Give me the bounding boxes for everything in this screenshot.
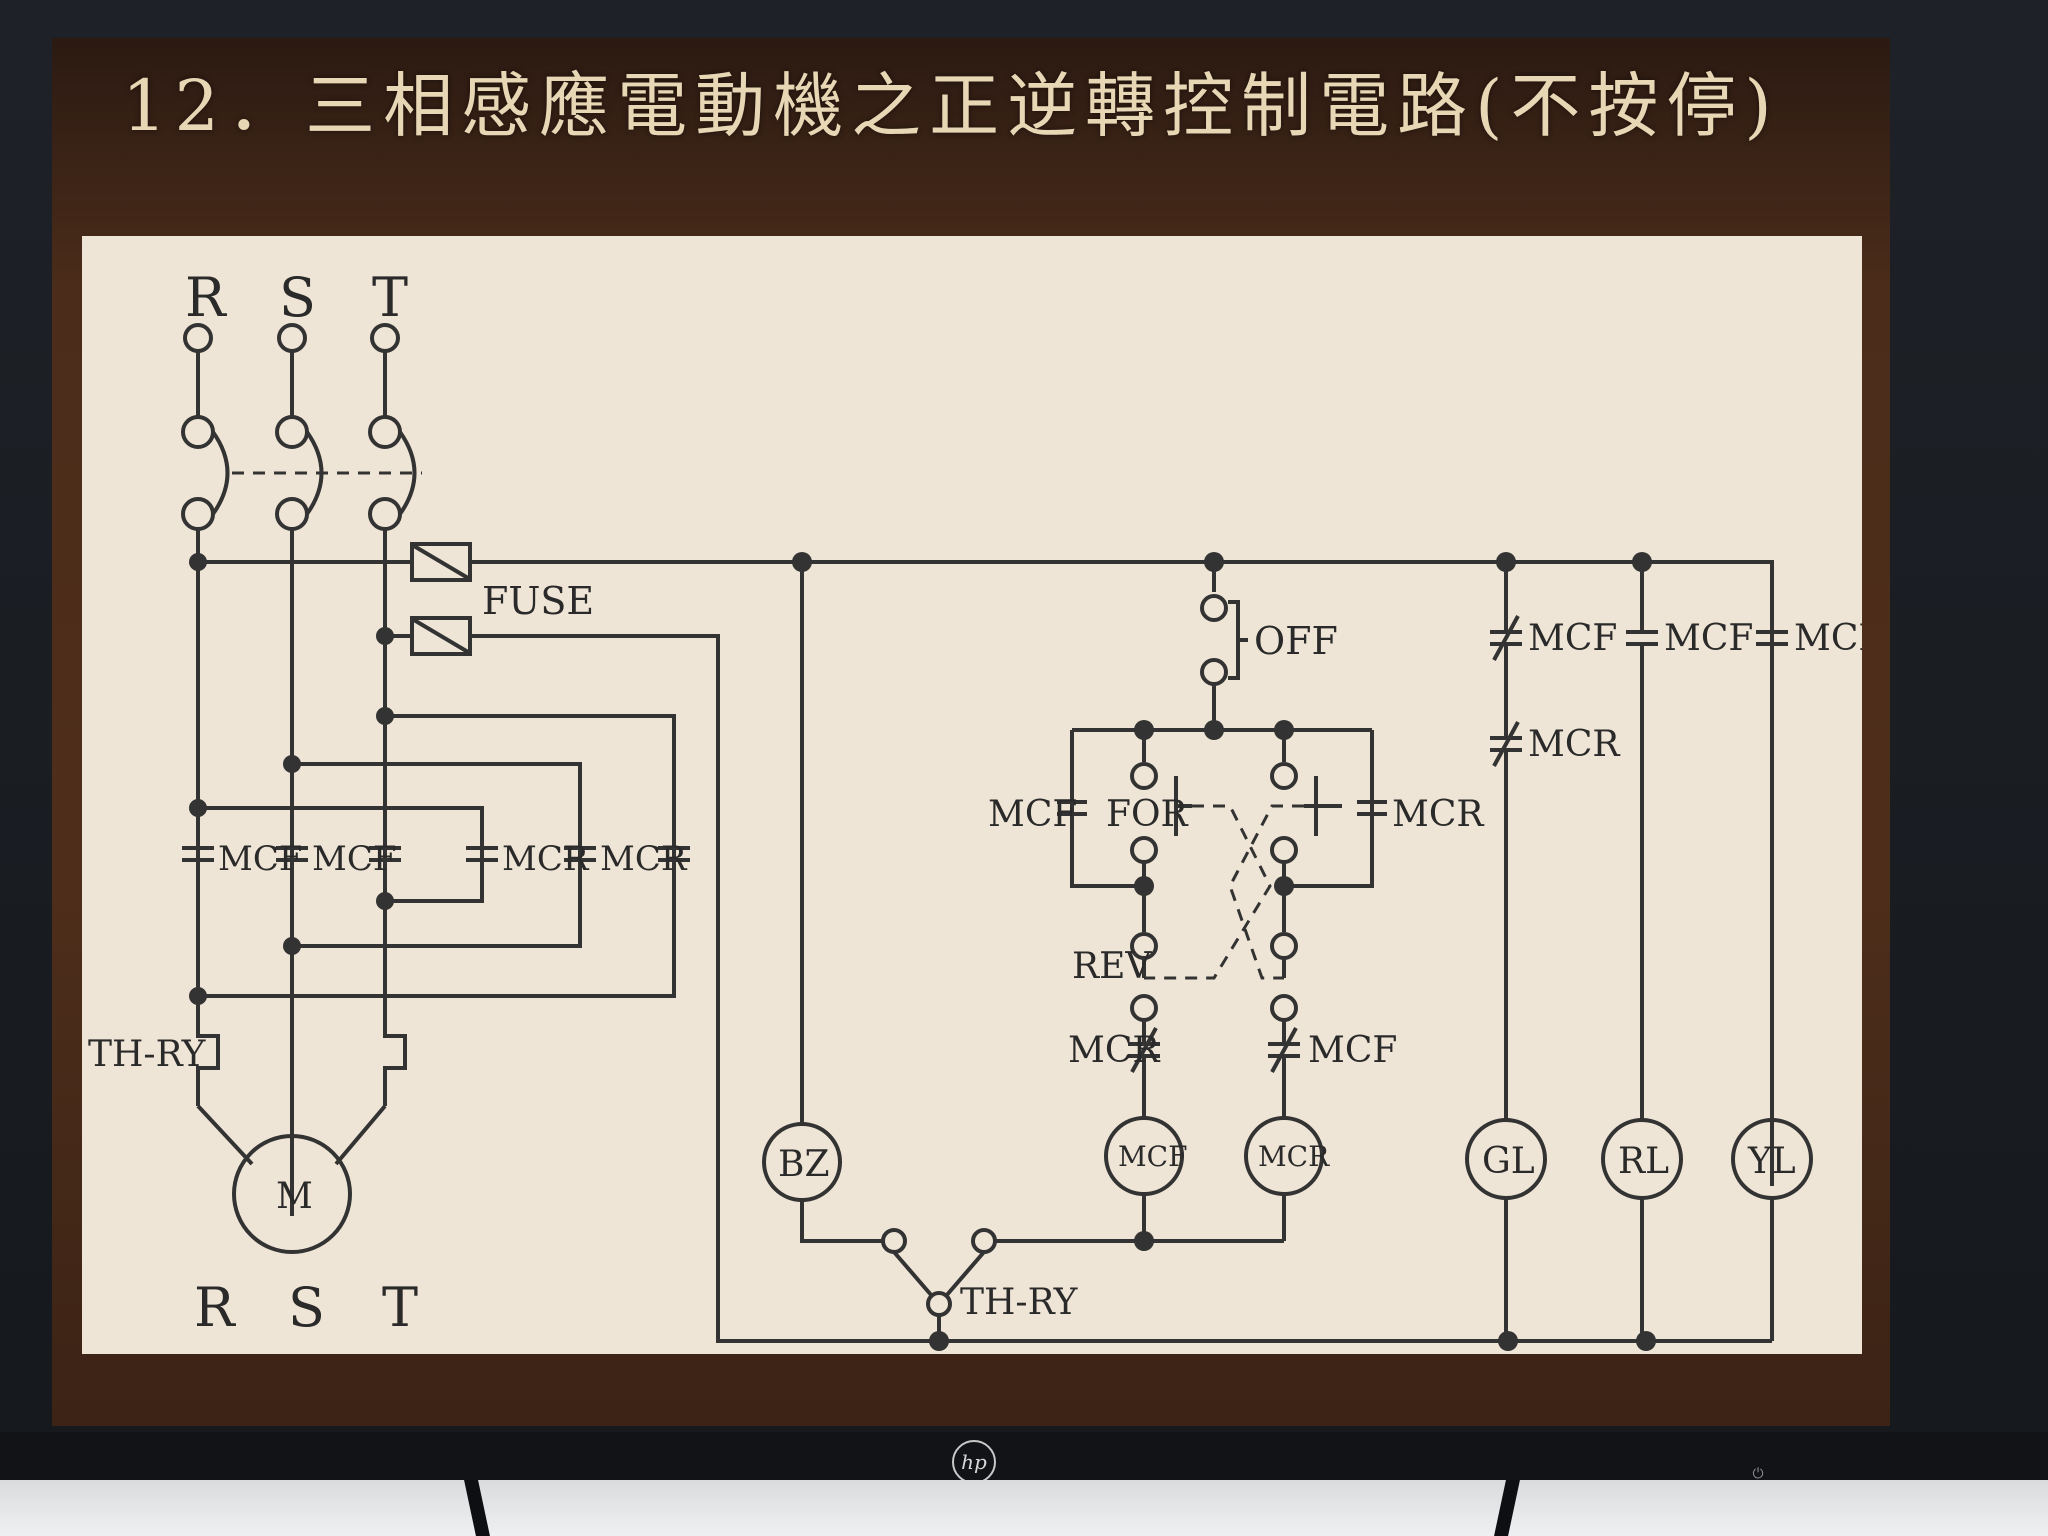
lamp-yl (1731, 1118, 1813, 1200)
fuse-block: FUSE (198, 542, 594, 656)
gl-branch: MCF MCR GL (1465, 562, 1620, 1341)
circuit-diagram: R S T (82, 236, 1886, 1354)
hp-logo: hp (952, 1440, 996, 1484)
hold-mcf-label: MCF (988, 794, 1077, 835)
power-circuit: R S T (88, 266, 690, 1339)
lamp-rl (1601, 1118, 1683, 1200)
thermal-overload: TH-RY (88, 996, 407, 1106)
rl-branch: MCF RL (1601, 562, 1753, 1341)
overload-label: TH-RY (88, 1034, 207, 1075)
hold-mcr-label: MCR (1392, 794, 1484, 835)
coil-bz-label: BZ (778, 1144, 829, 1185)
circuit-svg: R S T (88, 266, 1886, 1351)
mcf-coil-branch: REV MCR MCF (1068, 886, 1188, 1241)
phase-label-t-bottom: T (382, 1276, 418, 1339)
phase-label-t-top: T (372, 266, 408, 329)
rl-contact-mcf: MCF (1664, 618, 1753, 659)
lamp-rl-label: RL (1618, 1141, 1669, 1182)
for-button: FOR (1106, 730, 1272, 980)
gl-contact-mcr: MCR (1528, 724, 1620, 765)
motor-circle (232, 1134, 352, 1254)
power-junctions (189, 553, 394, 1005)
mcr-coil-branch: MCF MCR (1244, 886, 1397, 1241)
lamp-gl-label: GL (1482, 1141, 1535, 1182)
breaker-nfb (181, 415, 422, 531)
contact-mcf-2: MCF (312, 839, 396, 879)
phase-label-s-bottom: S (288, 1276, 325, 1339)
contact-mcf-1: MCF (218, 839, 302, 879)
thry-contact-label: TH-RY (960, 1282, 1079, 1323)
power-icon[interactable]: ⏻ (1752, 1466, 1764, 1482)
interlock-mcf-label: MCF (1308, 1030, 1397, 1071)
motor-label: M (276, 1176, 313, 1217)
motor: M (196, 1104, 387, 1254)
rev-side-button (1228, 730, 1342, 980)
interlock-mcr-label: MCR (1068, 1030, 1160, 1071)
coil-mcf-label: MCF (1118, 1140, 1188, 1173)
desk-surface (0, 1480, 2048, 1536)
fuse-label: FUSE (482, 579, 594, 623)
main-contacts: MCF MCF MCR MCR (182, 839, 690, 879)
yl-contact-mcr: MCR (1794, 618, 1862, 659)
coil-mcr-label: MCR (1258, 1140, 1330, 1173)
lamp-yl-label: YL (1747, 1141, 1796, 1182)
hold-contacts: MCF MCR (988, 794, 1484, 835)
off-button: OFF (1200, 562, 1338, 730)
slide-screen: 12．三相感應電動機之正逆轉控制電路(不按停) R S T (52, 38, 1890, 1426)
phase-label-r-top: R (185, 266, 227, 329)
contact-mcr-1: MCR (502, 839, 590, 879)
rev-label: REV (1072, 946, 1152, 987)
monitor-bezel (0, 1432, 2048, 1480)
control-circuit: BZ TH-RY (470, 552, 1886, 1351)
phase-label-s-top: S (279, 266, 316, 329)
thry-aux-contact: TH-RY (881, 1228, 1284, 1341)
phase-label-r-bottom: R (194, 1276, 236, 1339)
off-label: OFF (1254, 619, 1338, 663)
slide-title: 12．三相感應電動機之正逆轉控制電路(不按停) (122, 65, 1780, 147)
for-label: FOR (1106, 794, 1188, 835)
contact-mcr-2: MCR (600, 839, 688, 879)
yl-branch: MCR YL (1731, 562, 1886, 1341)
lamp-gl (1465, 1118, 1547, 1200)
gl-contact-mcf: MCF (1528, 618, 1617, 659)
